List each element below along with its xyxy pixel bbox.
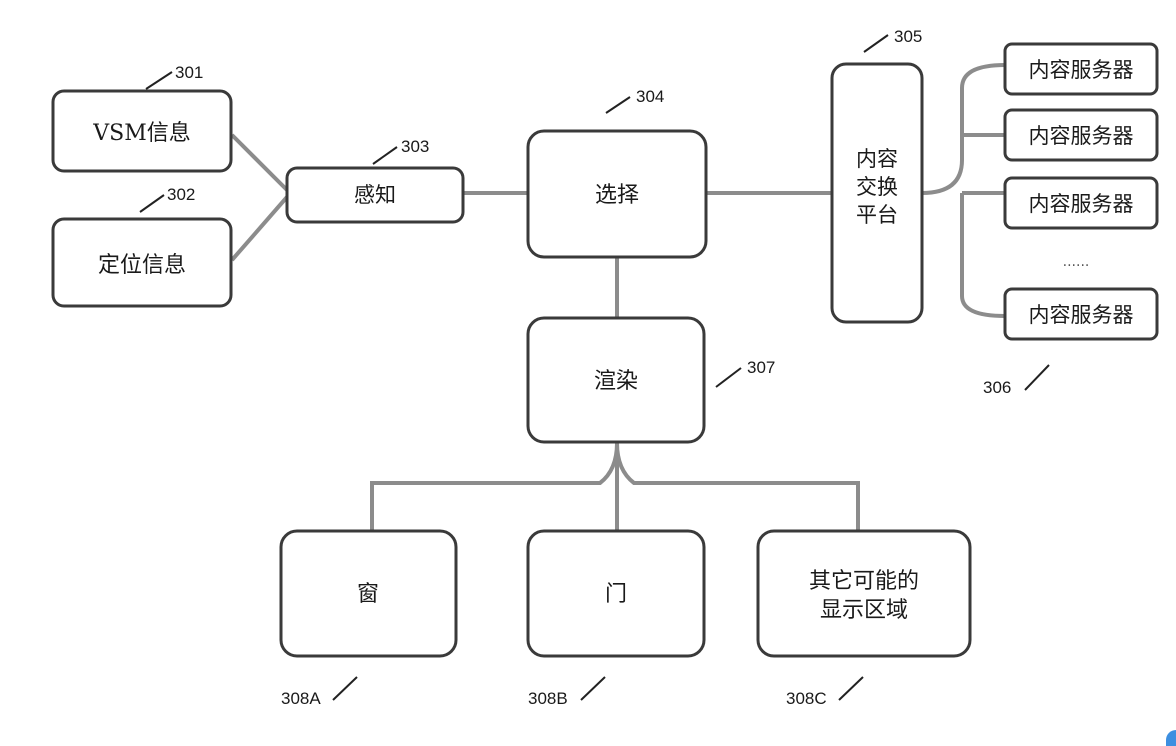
window-label: 窗 — [357, 582, 379, 607]
leader-303 — [372, 146, 398, 165]
ref-307: 307 — [747, 358, 775, 377]
location-info-box — [51, 217, 233, 308]
content-server-label-4: 内容服务器 — [1029, 303, 1134, 327]
rendering-box — [526, 316, 706, 444]
other-display-box — [756, 529, 972, 658]
content-server-label-1: 内容服务器 — [1029, 58, 1134, 82]
leader-306 — [1024, 364, 1050, 391]
vsm-info-box — [51, 89, 233, 173]
selection-label: 选择 — [595, 183, 639, 208]
door-label: 门 — [605, 582, 627, 607]
sensing-box — [285, 166, 465, 224]
ref-308c: 308C — [786, 689, 827, 708]
connector-location-to-sensing — [230, 195, 289, 262]
exchange-platform-box — [830, 62, 924, 324]
ref-308b: 308B — [528, 689, 568, 708]
content-server-label-2: 内容服务器 — [1029, 124, 1134, 148]
leader-301 — [145, 71, 173, 90]
exchange-platform-label-line1: 内容 — [856, 147, 898, 171]
other-display-label-line1: 其它可能的 — [809, 569, 919, 594]
location-info-label: 定位信息 — [98, 253, 186, 278]
door-box — [526, 529, 706, 658]
leader-308a — [332, 676, 358, 701]
leader-302 — [139, 194, 165, 213]
ref-308a: 308A — [281, 689, 321, 708]
content-server-box-1 — [1003, 42, 1159, 96]
ref-301: 301 — [175, 63, 203, 82]
ref-305: 305 — [894, 27, 922, 46]
reference-leaders — [139, 34, 1050, 701]
connector-platform-to-servers — [921, 63, 1006, 318]
leader-308c — [838, 676, 864, 701]
content-server-box-4 — [1003, 287, 1159, 341]
exchange-platform-label-line2: 交换 — [856, 175, 898, 199]
vsm-info-label: VSM信息 — [92, 121, 191, 146]
exchange-platform-label-line3: 平台 — [856, 203, 898, 227]
window-box — [279, 529, 458, 658]
leader-305 — [863, 34, 889, 53]
ref-304: 304 — [636, 87, 664, 106]
sensing-label: 感知 — [354, 183, 396, 207]
content-server-box-2 — [1003, 108, 1159, 162]
ref-306: 306 — [983, 378, 1011, 397]
content-server-box-3 — [1003, 176, 1159, 230]
connectors — [230, 63, 1006, 530]
rendering-label: 渲染 — [594, 369, 638, 394]
connector-rendering-to-outputs — [370, 442, 860, 530]
other-display-label-line2: 显示区域 — [820, 598, 908, 623]
ref-302: 302 — [167, 185, 195, 204]
selection-box — [526, 129, 708, 259]
leader-307 — [715, 367, 742, 388]
connector-vsm-to-sensing — [230, 133, 289, 192]
corner-marker — [1166, 730, 1176, 746]
leader-308b — [580, 676, 606, 701]
leader-304 — [605, 96, 631, 114]
ref-303: 303 — [401, 137, 429, 156]
content-server-ellipsis: ...... — [1063, 254, 1090, 270]
content-server-label-3: 内容服务器 — [1029, 192, 1134, 216]
